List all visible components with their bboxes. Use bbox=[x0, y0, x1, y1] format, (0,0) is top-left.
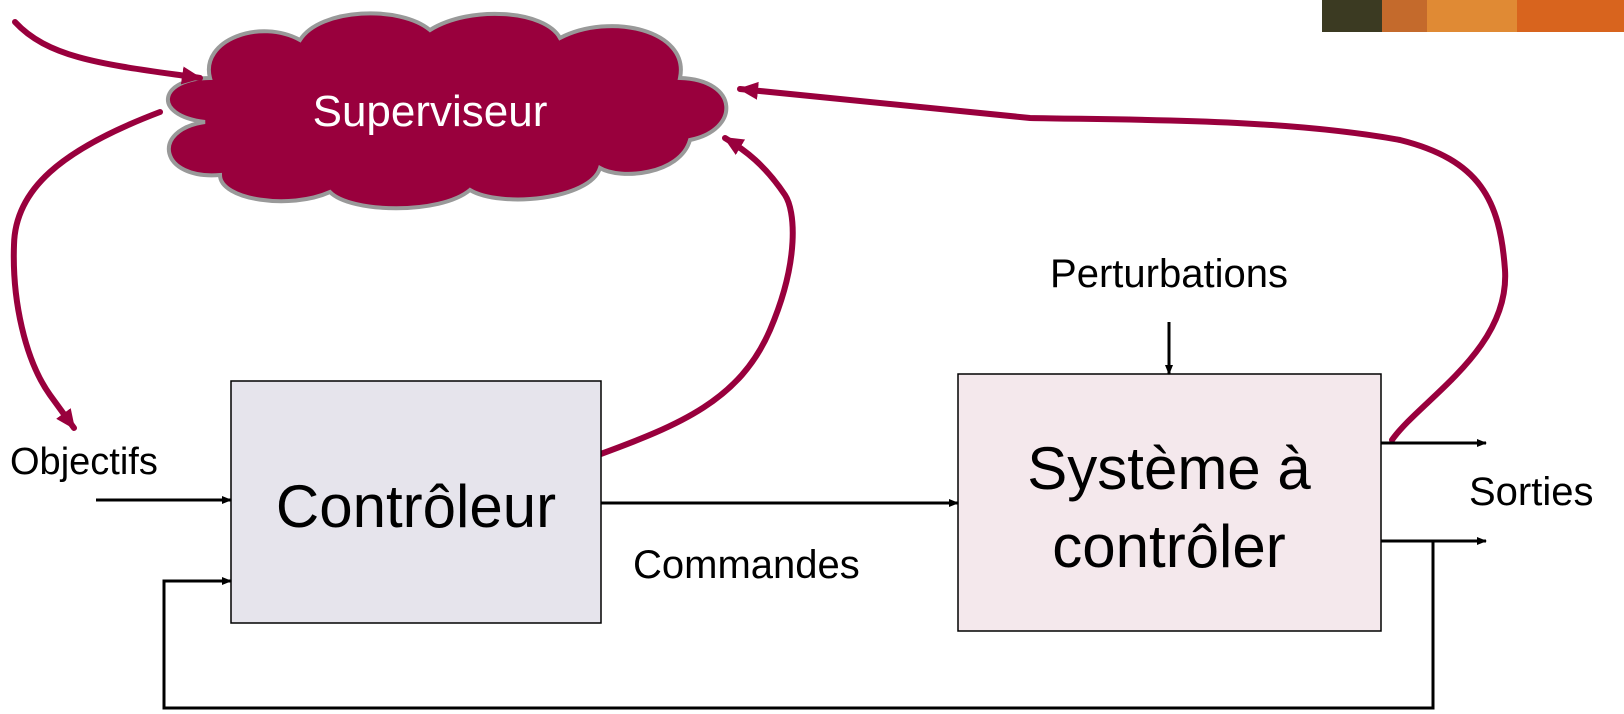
outputs-label: Sorties bbox=[1469, 470, 1594, 514]
commands-label: Commandes bbox=[633, 543, 860, 587]
controller-label: Contrôleur bbox=[276, 473, 556, 540]
external-input-link bbox=[12, 19, 203, 85]
system-block bbox=[957, 373, 1382, 632]
controller-to-supervisor-link bbox=[595, 135, 796, 458]
system-label-line1: Système à bbox=[1027, 435, 1311, 502]
supervisor-cloud bbox=[166, 11, 729, 211]
supervisor-to-objectives-link bbox=[10, 109, 163, 431]
photo-fragment bbox=[1322, 0, 1624, 32]
supervisor-label: Superviseur bbox=[313, 87, 548, 136]
system-label-line2: contrôler bbox=[1052, 513, 1285, 580]
feedback-loop bbox=[162, 541, 1435, 710]
controller-block bbox=[230, 380, 602, 624]
objectives-label: Objectifs bbox=[10, 441, 158, 483]
outputs-to-supervisor-link bbox=[737, 81, 1509, 443]
disturbances-label: Perturbations bbox=[1050, 252, 1288, 296]
